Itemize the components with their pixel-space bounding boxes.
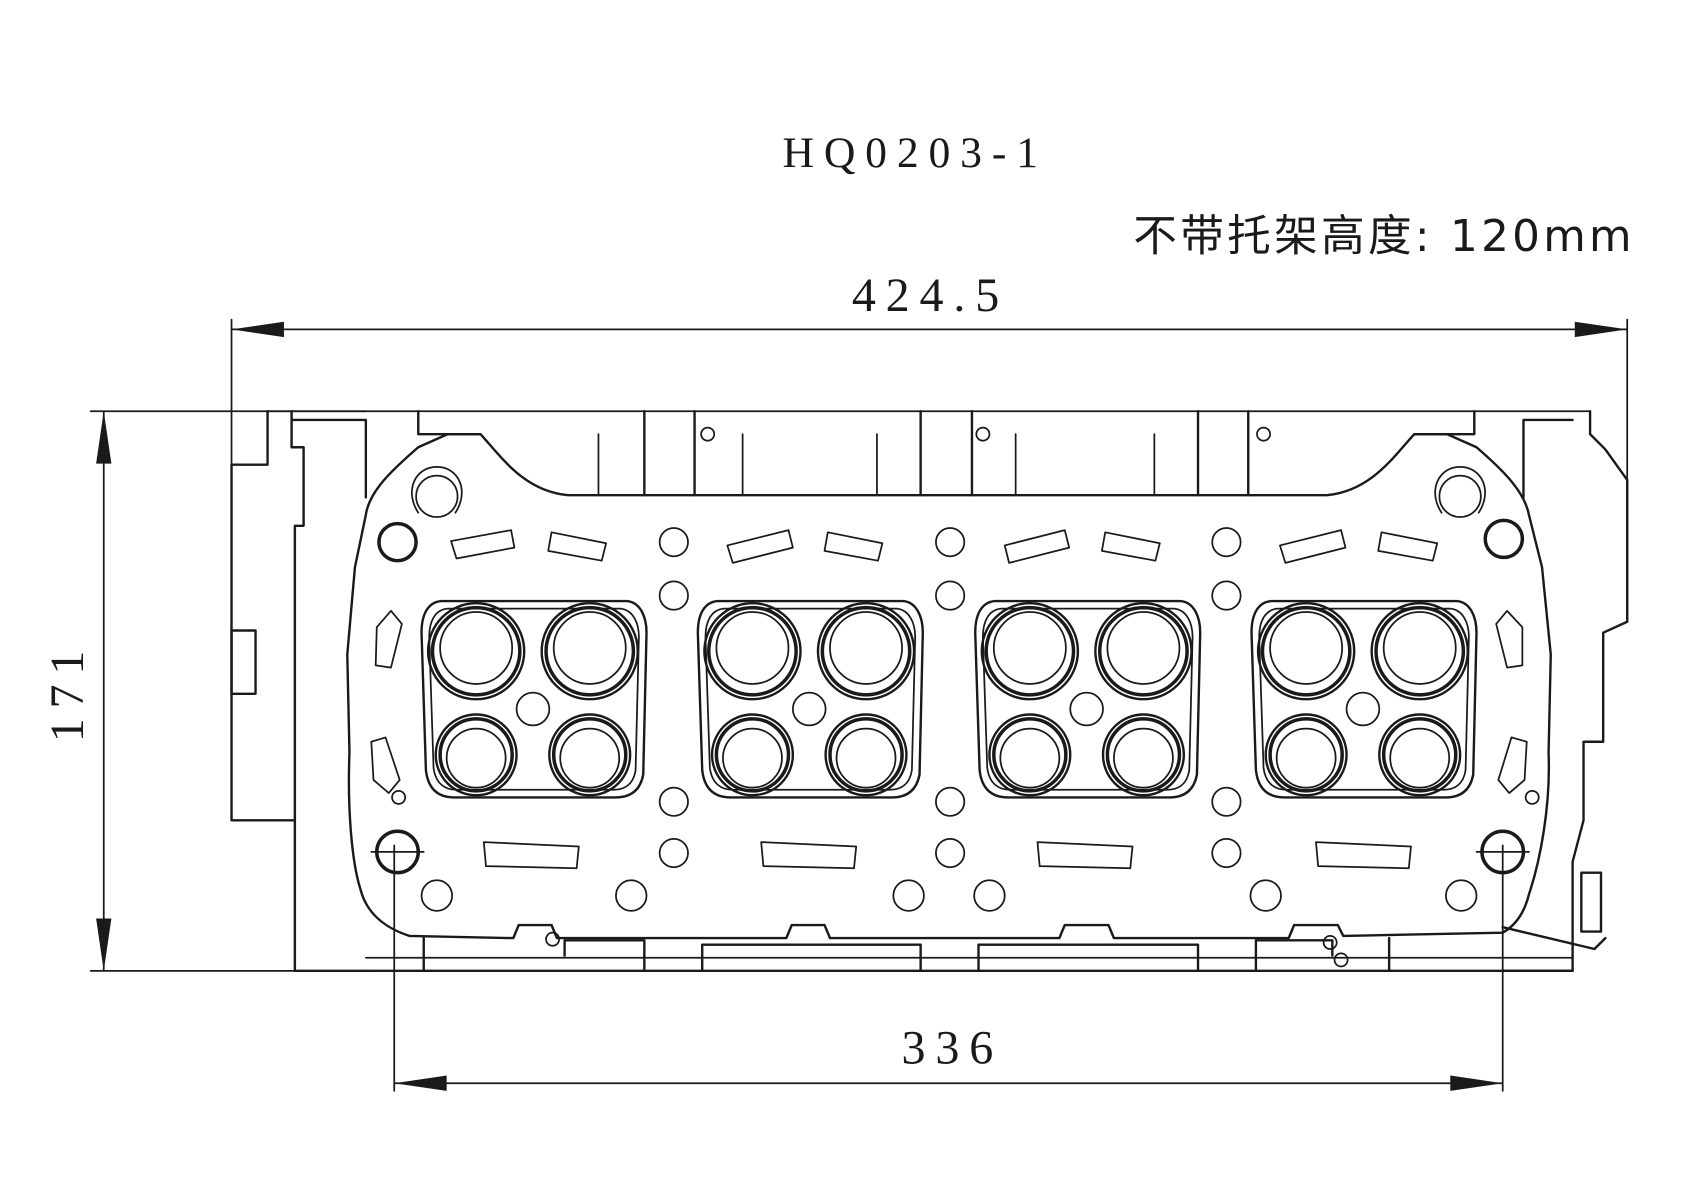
intake-valve-seat [1094, 602, 1193, 701]
intake-valve-port [992, 611, 1067, 685]
intake-valve-seat [1256, 602, 1356, 701]
height-note: 不带托架高度: 120mm [1133, 211, 1635, 262]
intake-valve-seat [816, 602, 916, 701]
exhaust-valve-port [1275, 727, 1337, 789]
combustion-chamber-inner [704, 607, 917, 791]
bottom-bosses [422, 931, 1391, 973]
cylinder-4 [1250, 599, 1478, 799]
intake-valve [820, 605, 912, 697]
exhaust-valve [1381, 717, 1458, 793]
intake-valve-seat [1370, 602, 1469, 701]
intake-valve [984, 605, 1076, 697]
water-slots-top [450, 529, 1439, 564]
cylinder-1 [420, 599, 648, 799]
exhaust-valve-port [559, 727, 621, 789]
intake-valve-seat [980, 602, 1080, 701]
cylinder-valve-groups [420, 599, 1478, 799]
top-bosses [417, 410, 1476, 497]
combustion-chamber-inner [982, 607, 1194, 791]
exhaust-valve-port [835, 727, 897, 789]
intake-valve-port [552, 611, 627, 685]
exhaust-valve-seat [988, 713, 1072, 797]
exhaust-valve-seat [710, 713, 795, 797]
combustion-chamber-outline [696, 599, 925, 799]
exhaust-valve [714, 717, 791, 793]
exhaust-valve-port [722, 727, 783, 789]
exhaust-valve-port [1389, 727, 1451, 789]
combustion-chamber-inner [1258, 607, 1470, 791]
intake-valve-seat [703, 602, 802, 701]
side-slots [370, 609, 1528, 794]
exhaust-valve [828, 717, 904, 793]
intake-valve [1097, 605, 1189, 697]
exhaust-valve-seat [434, 713, 518, 797]
exhaust-valve-port [445, 727, 507, 789]
exhaust-valve-seat [1101, 713, 1186, 797]
exhaust-valve-seat [1378, 713, 1462, 797]
dimension-label-height: 171 [41, 641, 94, 742]
intake-valve-port [439, 611, 514, 685]
intake-valve-port [1382, 611, 1457, 685]
intake-valve [707, 605, 798, 697]
part-number-title: HQ0203-1 [782, 129, 1047, 177]
dimension-label-bolt-spacing: 336 [902, 1022, 1004, 1075]
exhaust-valve [438, 717, 514, 793]
dowel-holes [370, 466, 1530, 875]
spark-plug-hole [1345, 691, 1381, 727]
exhaust-valve-port [1113, 727, 1174, 789]
intake-valve [1374, 605, 1466, 697]
exhaust-valve [992, 717, 1068, 793]
exhaust-valve-seat [824, 713, 908, 797]
spark-plug-hole [791, 691, 827, 727]
intake-valve-port [829, 611, 903, 685]
dimension-overall-length: 424.5 [230, 269, 1629, 822]
intake-valve-port [1106, 611, 1181, 685]
exhaust-valve [551, 717, 628, 793]
combustion-chamber-outline [420, 599, 648, 799]
exhaust-valve-port [999, 727, 1061, 789]
exhaust-valve [1268, 717, 1344, 793]
water-slots-bottom [482, 841, 1412, 870]
intake-valve-seat [540, 602, 639, 701]
cylinder-2 [696, 599, 925, 799]
exhaust-valve-seat [548, 713, 632, 797]
intake-valve-port [1269, 611, 1344, 685]
combustion-chamber-outline [974, 599, 1202, 799]
exhaust-valve [1105, 717, 1182, 793]
exhaust-valve-seat [1264, 713, 1348, 797]
small-passages [391, 527, 1540, 912]
cylinder-3 [974, 599, 1202, 799]
dimension-label-overall-length: 424.5 [852, 269, 1009, 322]
intake-valve-seat [426, 602, 526, 701]
dimension-height: 171 [41, 410, 367, 972]
intake-valve [1260, 605, 1352, 697]
intake-valve [430, 605, 522, 697]
gasket-face-outline [346, 432, 1552, 940]
intake-valve-port [715, 611, 790, 685]
spark-plug-hole [515, 691, 551, 727]
spark-plug-hole [1069, 691, 1104, 727]
combustion-chamber-inner [428, 607, 640, 791]
combustion-chamber-outline [1250, 599, 1478, 799]
head-body-outline [230, 410, 1629, 973]
dimension-bolt-spacing: 336 [393, 844, 1504, 1092]
intake-valve [544, 605, 636, 697]
